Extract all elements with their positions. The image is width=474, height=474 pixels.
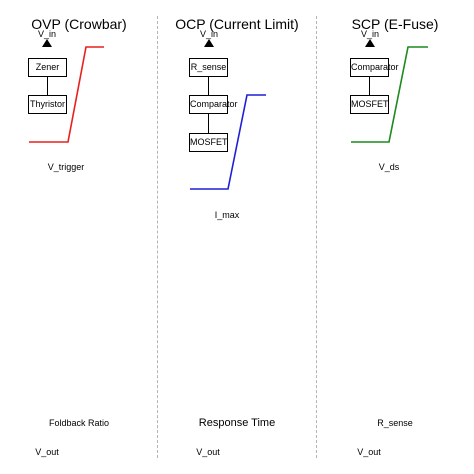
panel-divider-1 bbox=[157, 16, 158, 458]
ocp-title: OCP (Current Limit) bbox=[175, 16, 299, 32]
scp-bottom-label: R_sense bbox=[377, 418, 413, 428]
scp-title: SCP (E-Fuse) bbox=[351, 16, 439, 32]
ocp-curve bbox=[190, 94, 266, 190]
scp-output-label: V_out bbox=[357, 447, 381, 457]
scp-input-arrow-icon bbox=[365, 39, 375, 47]
panel-divider-2 bbox=[316, 16, 317, 458]
scp-curve-label: V_ds bbox=[378, 162, 400, 172]
ocp-comparator-block: Comparator bbox=[189, 95, 238, 114]
ocp-output-label: V_out bbox=[196, 447, 220, 457]
ovp-input-label: V_in bbox=[37, 29, 57, 39]
scp-curve bbox=[351, 46, 428, 143]
ocp-wire-1 bbox=[208, 77, 209, 95]
ovp-wire bbox=[47, 77, 48, 95]
ovp-output-label: V_out bbox=[35, 447, 59, 457]
ovp-curve-label: V_trigger bbox=[47, 162, 85, 172]
ocp-input-arrow-icon bbox=[204, 39, 214, 47]
ocp-rsense-block: R_sense bbox=[189, 58, 228, 77]
ocp-input-label: V_in bbox=[199, 29, 219, 39]
ovp-bottom-label: Foldback Ratio bbox=[48, 418, 110, 428]
ovp-input-arrow-icon bbox=[42, 39, 52, 47]
scp-mosfet-block: MOSFET bbox=[350, 95, 389, 114]
ovp-zener-block: Zener bbox=[28, 58, 67, 77]
ocp-mosfet-block: MOSFET bbox=[189, 133, 228, 152]
scp-wire bbox=[369, 77, 370, 95]
ovp-title: OVP (Crowbar) bbox=[31, 16, 127, 32]
ocp-wire-2 bbox=[208, 114, 209, 133]
scp-input-label: V_in bbox=[360, 29, 380, 39]
scp-comparator-block: Comparator bbox=[350, 58, 399, 77]
ocp-bottom-label: Response Time bbox=[198, 417, 276, 429]
ocp-curve-label: I_max bbox=[214, 210, 240, 220]
ovp-thyristor-block: Thyristor bbox=[28, 95, 67, 114]
ovp-curve bbox=[29, 46, 104, 143]
